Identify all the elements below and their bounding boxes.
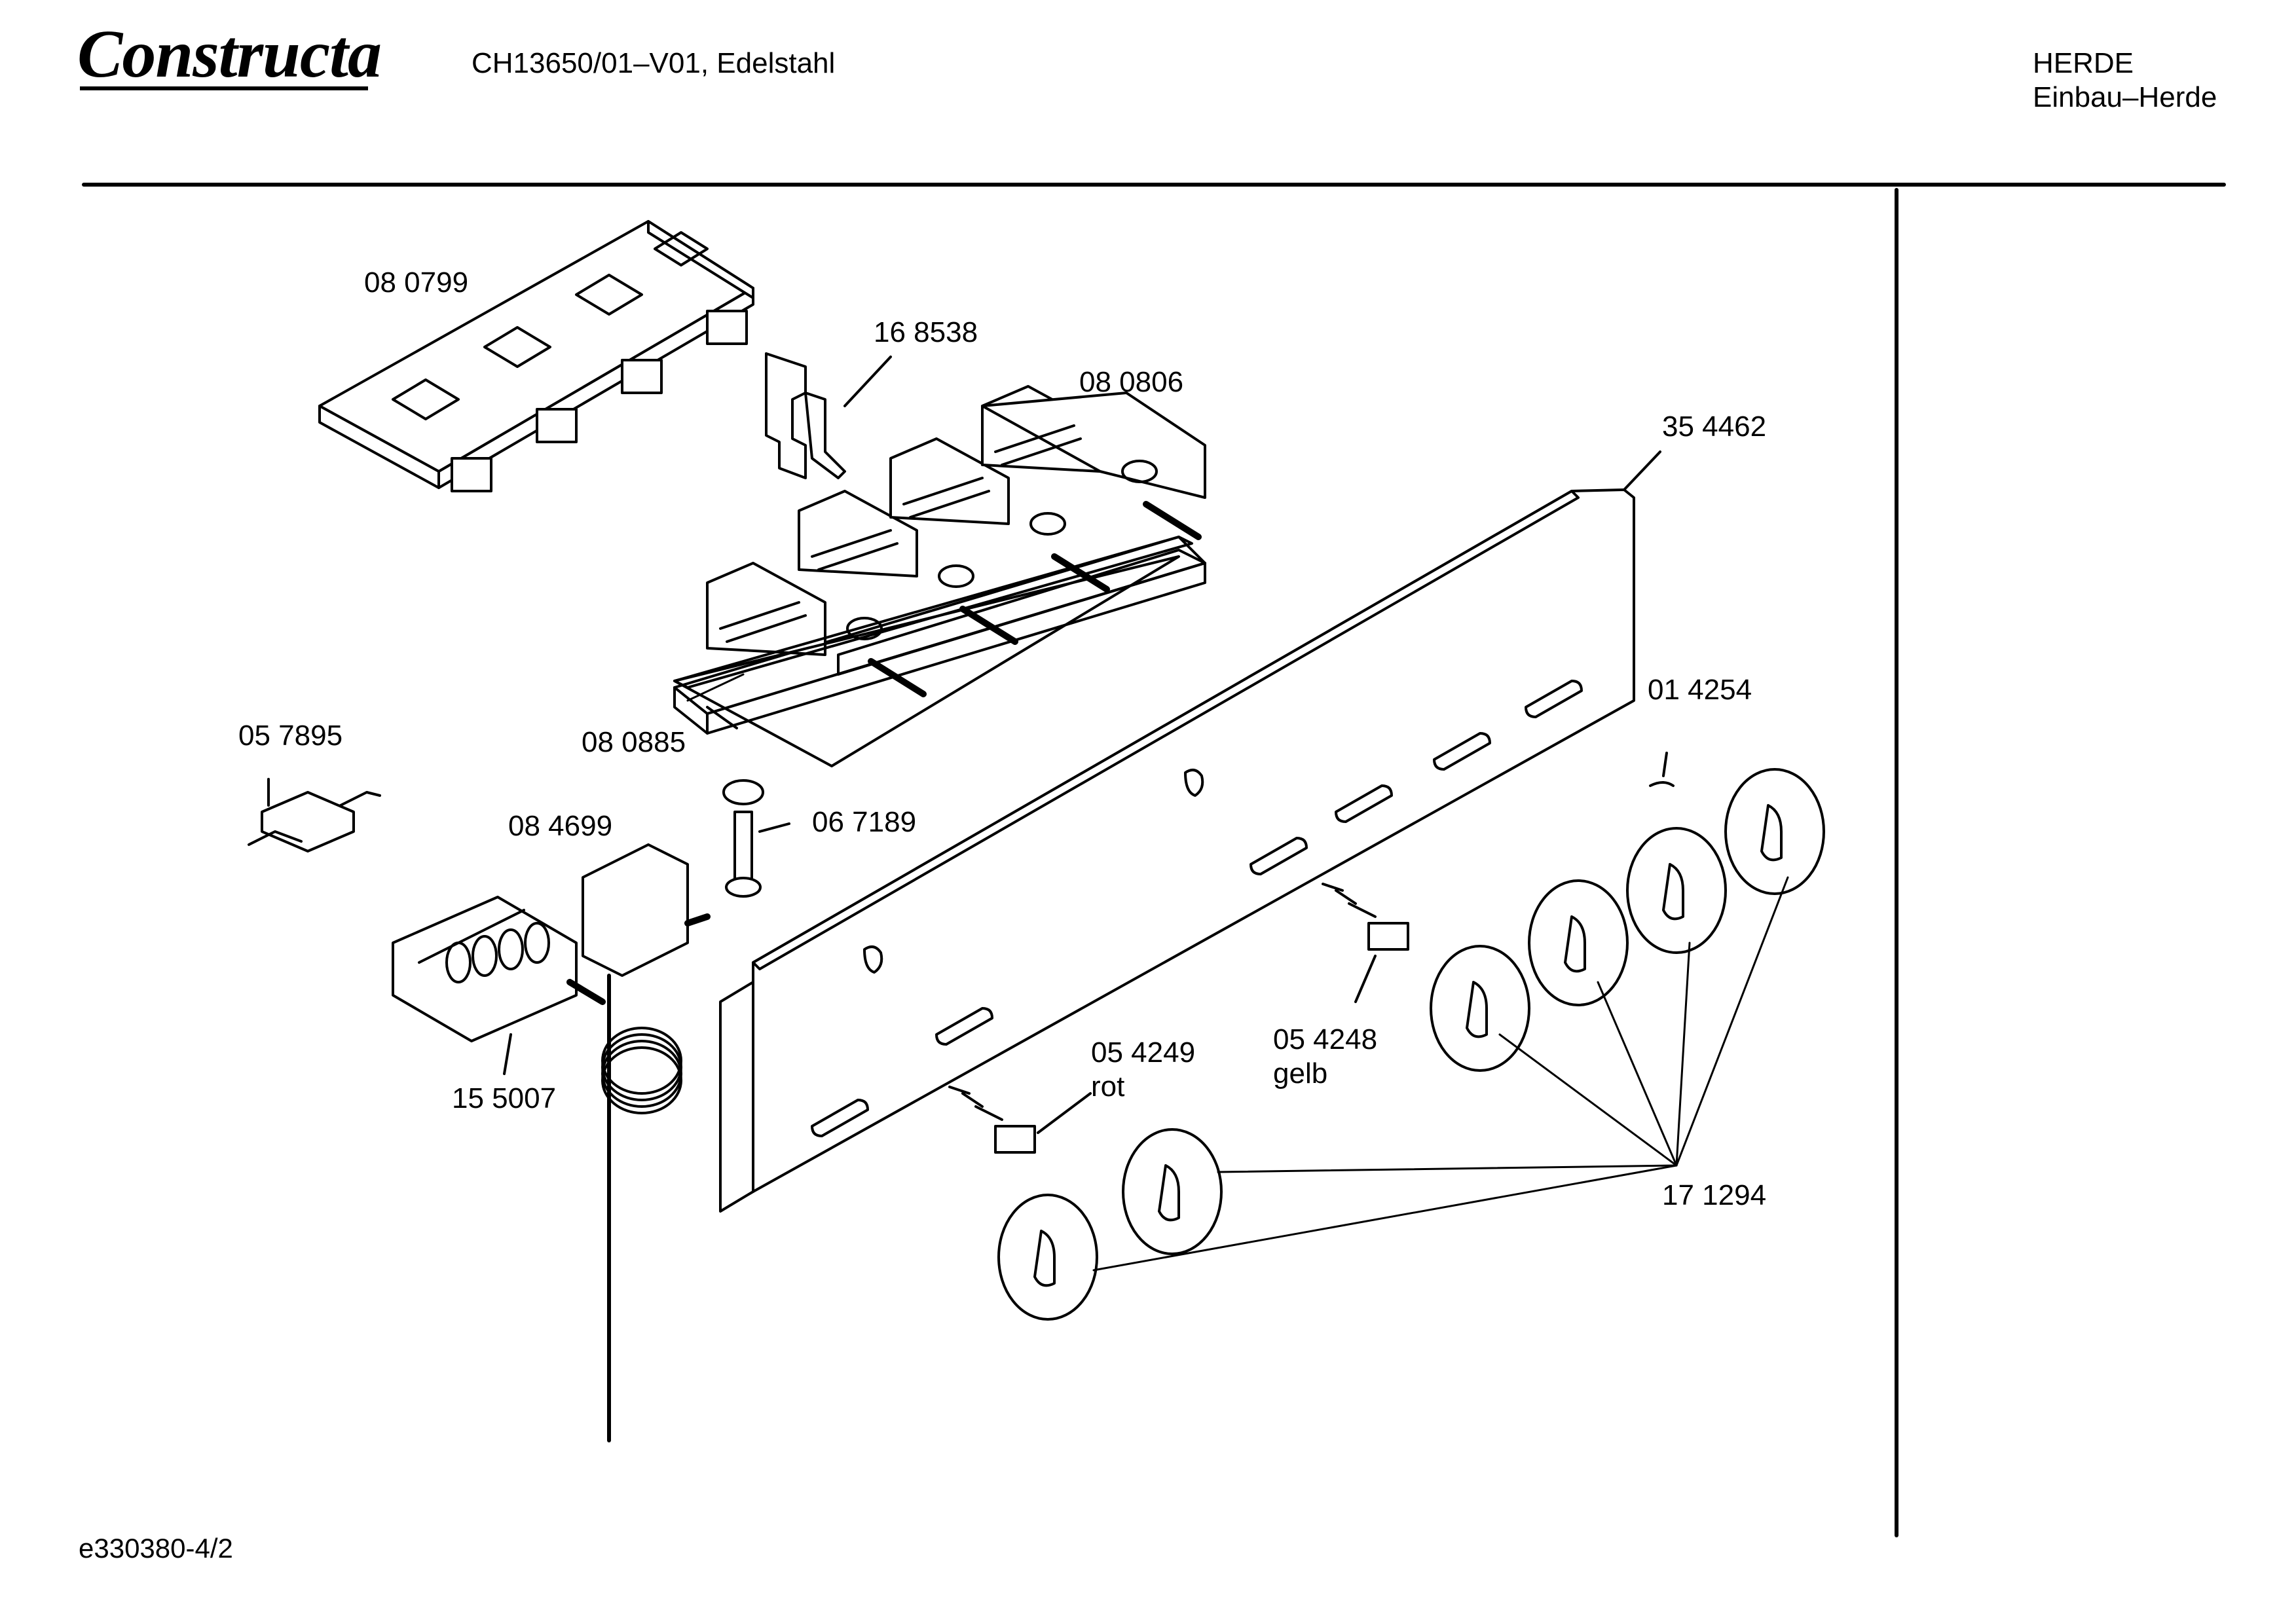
label-067189: 06 7189 <box>812 806 916 838</box>
model-title: CH13650/01–V01, Edelstahl <box>472 47 836 79</box>
label-168538: 16 8538 <box>874 316 978 348</box>
brand-logo: Constructa <box>77 16 382 92</box>
leader-014254 <box>1662 752 1668 777</box>
part-080799-bracket <box>318 220 754 492</box>
label-054249-note: rot <box>1091 1071 1124 1103</box>
part-155007-selector-switch <box>392 896 606 1075</box>
part-080885-insulation-sheet <box>673 536 1193 767</box>
label-080799: 08 0799 <box>364 266 468 299</box>
drawing-id: e330380-4/2 <box>79 1533 233 1564</box>
label-354462: 35 4462 <box>1662 411 1766 443</box>
label-155007: 15 5007 <box>452 1082 556 1114</box>
part-067189-bolt <box>722 779 790 898</box>
category-title: HERDE <box>2033 47 2134 79</box>
part-084699-thermostat <box>582 843 711 1442</box>
part-054248-indicator-lamp <box>1322 883 1409 1003</box>
label-171294: 17 1294 <box>1662 1179 1766 1211</box>
part-354462-control-panel <box>719 450 1661 1213</box>
label-054249: 05 4249 <box>1091 1036 1195 1069</box>
leader-080885 <box>686 673 745 702</box>
brand-logo-underline <box>80 86 368 90</box>
label-054248-note: gelb <box>1273 1057 1327 1090</box>
label-014254: 01 4254 <box>1648 674 1752 706</box>
part-057895-fuse <box>248 778 381 852</box>
label-080885: 08 0885 <box>582 726 686 758</box>
part-054249-indicator-lamp <box>948 1086 1092 1154</box>
label-084699: 08 4699 <box>508 810 612 842</box>
label-054248: 05 4248 <box>1273 1023 1377 1055</box>
part-171294-knobs <box>997 768 1825 1321</box>
label-057895: 05 7895 <box>238 720 343 752</box>
part-168538-clip <box>765 352 892 479</box>
part-080806-switch-block <box>673 385 1206 735</box>
part-014254-clip <box>1649 781 1675 787</box>
label-080806: 08 0806 <box>1079 366 1183 398</box>
category-subtitle: Einbau–Herde <box>2033 81 2217 113</box>
